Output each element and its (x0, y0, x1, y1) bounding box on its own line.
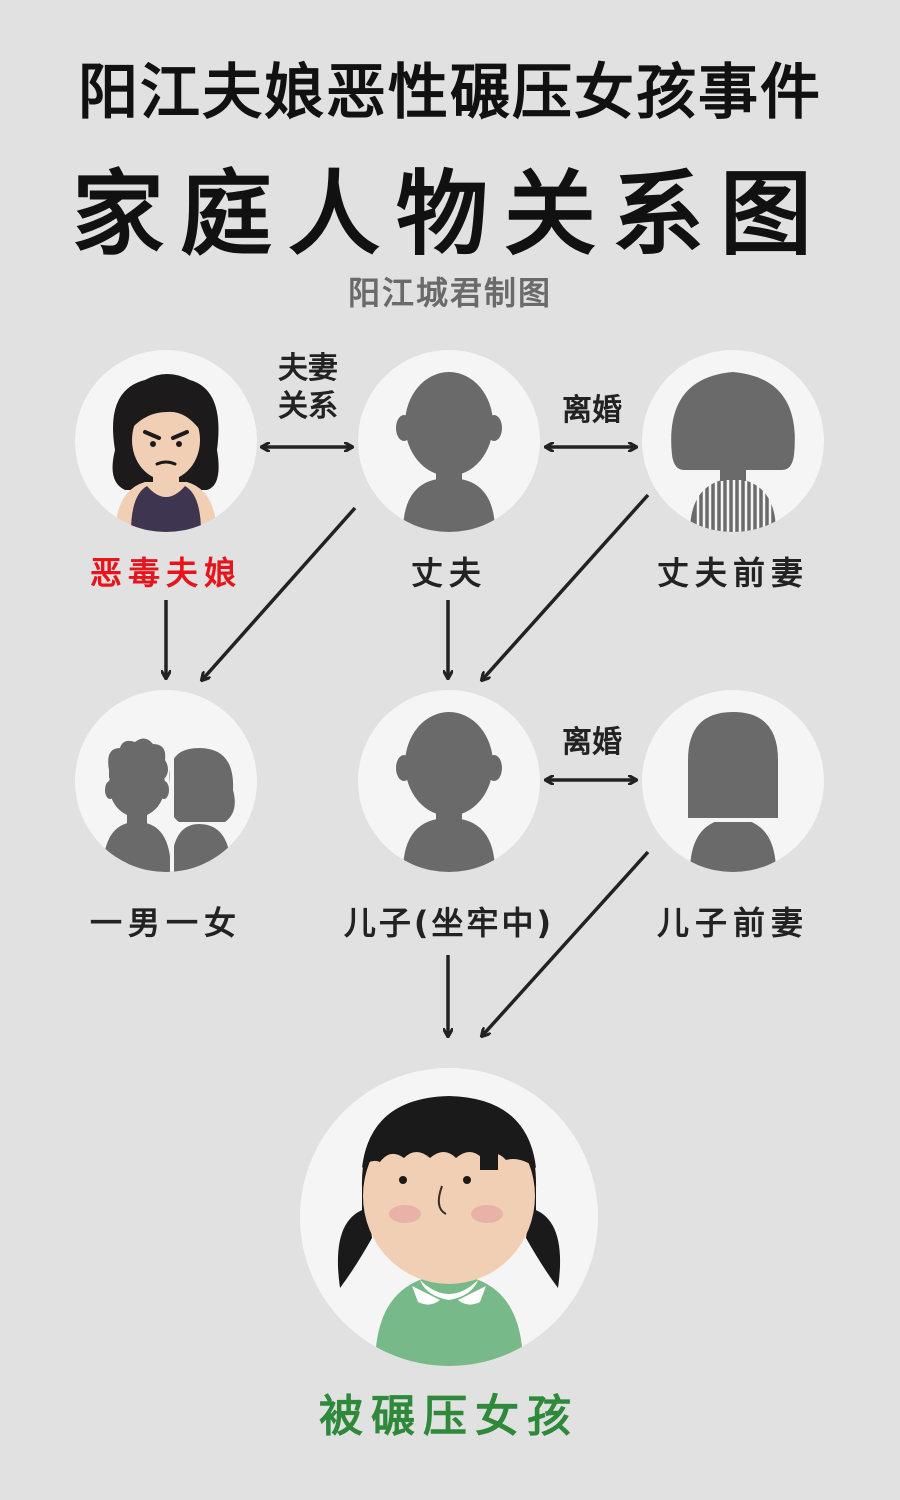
son-avatar (358, 690, 540, 872)
son-ex-wife-avatar (642, 690, 824, 872)
divorce-label-top: 离婚 (546, 392, 638, 430)
children-avatar (75, 690, 257, 872)
son-label: 儿子(坐牢中) (310, 898, 588, 944)
couple-relation-line2: 关系 (262, 388, 354, 426)
husband-avatar (358, 350, 540, 532)
arrow-husband-to-children (202, 508, 355, 680)
stepmother-avatar (75, 350, 257, 532)
husband-ex-wife-avatar (642, 350, 824, 532)
children-label: 一男一女 (40, 898, 292, 944)
husband-label: 丈夫 (323, 548, 575, 594)
husband-ex-wife-label: 丈夫前妻 (607, 548, 859, 594)
divorce-label-mid: 离婚 (546, 724, 638, 762)
arrow-son-exwife-to-victim (482, 852, 648, 1036)
son-ex-wife-label: 儿子前妻 (607, 898, 859, 944)
couple-relation-line1: 夫妻 (262, 350, 354, 388)
stepmother-label: 恶毒夫娘 (40, 548, 292, 594)
victim-avatar (300, 1068, 598, 1366)
victim-label: 被碾压女孩 (250, 1380, 648, 1444)
couple-relation-label: 夫妻 关系 (262, 350, 354, 426)
